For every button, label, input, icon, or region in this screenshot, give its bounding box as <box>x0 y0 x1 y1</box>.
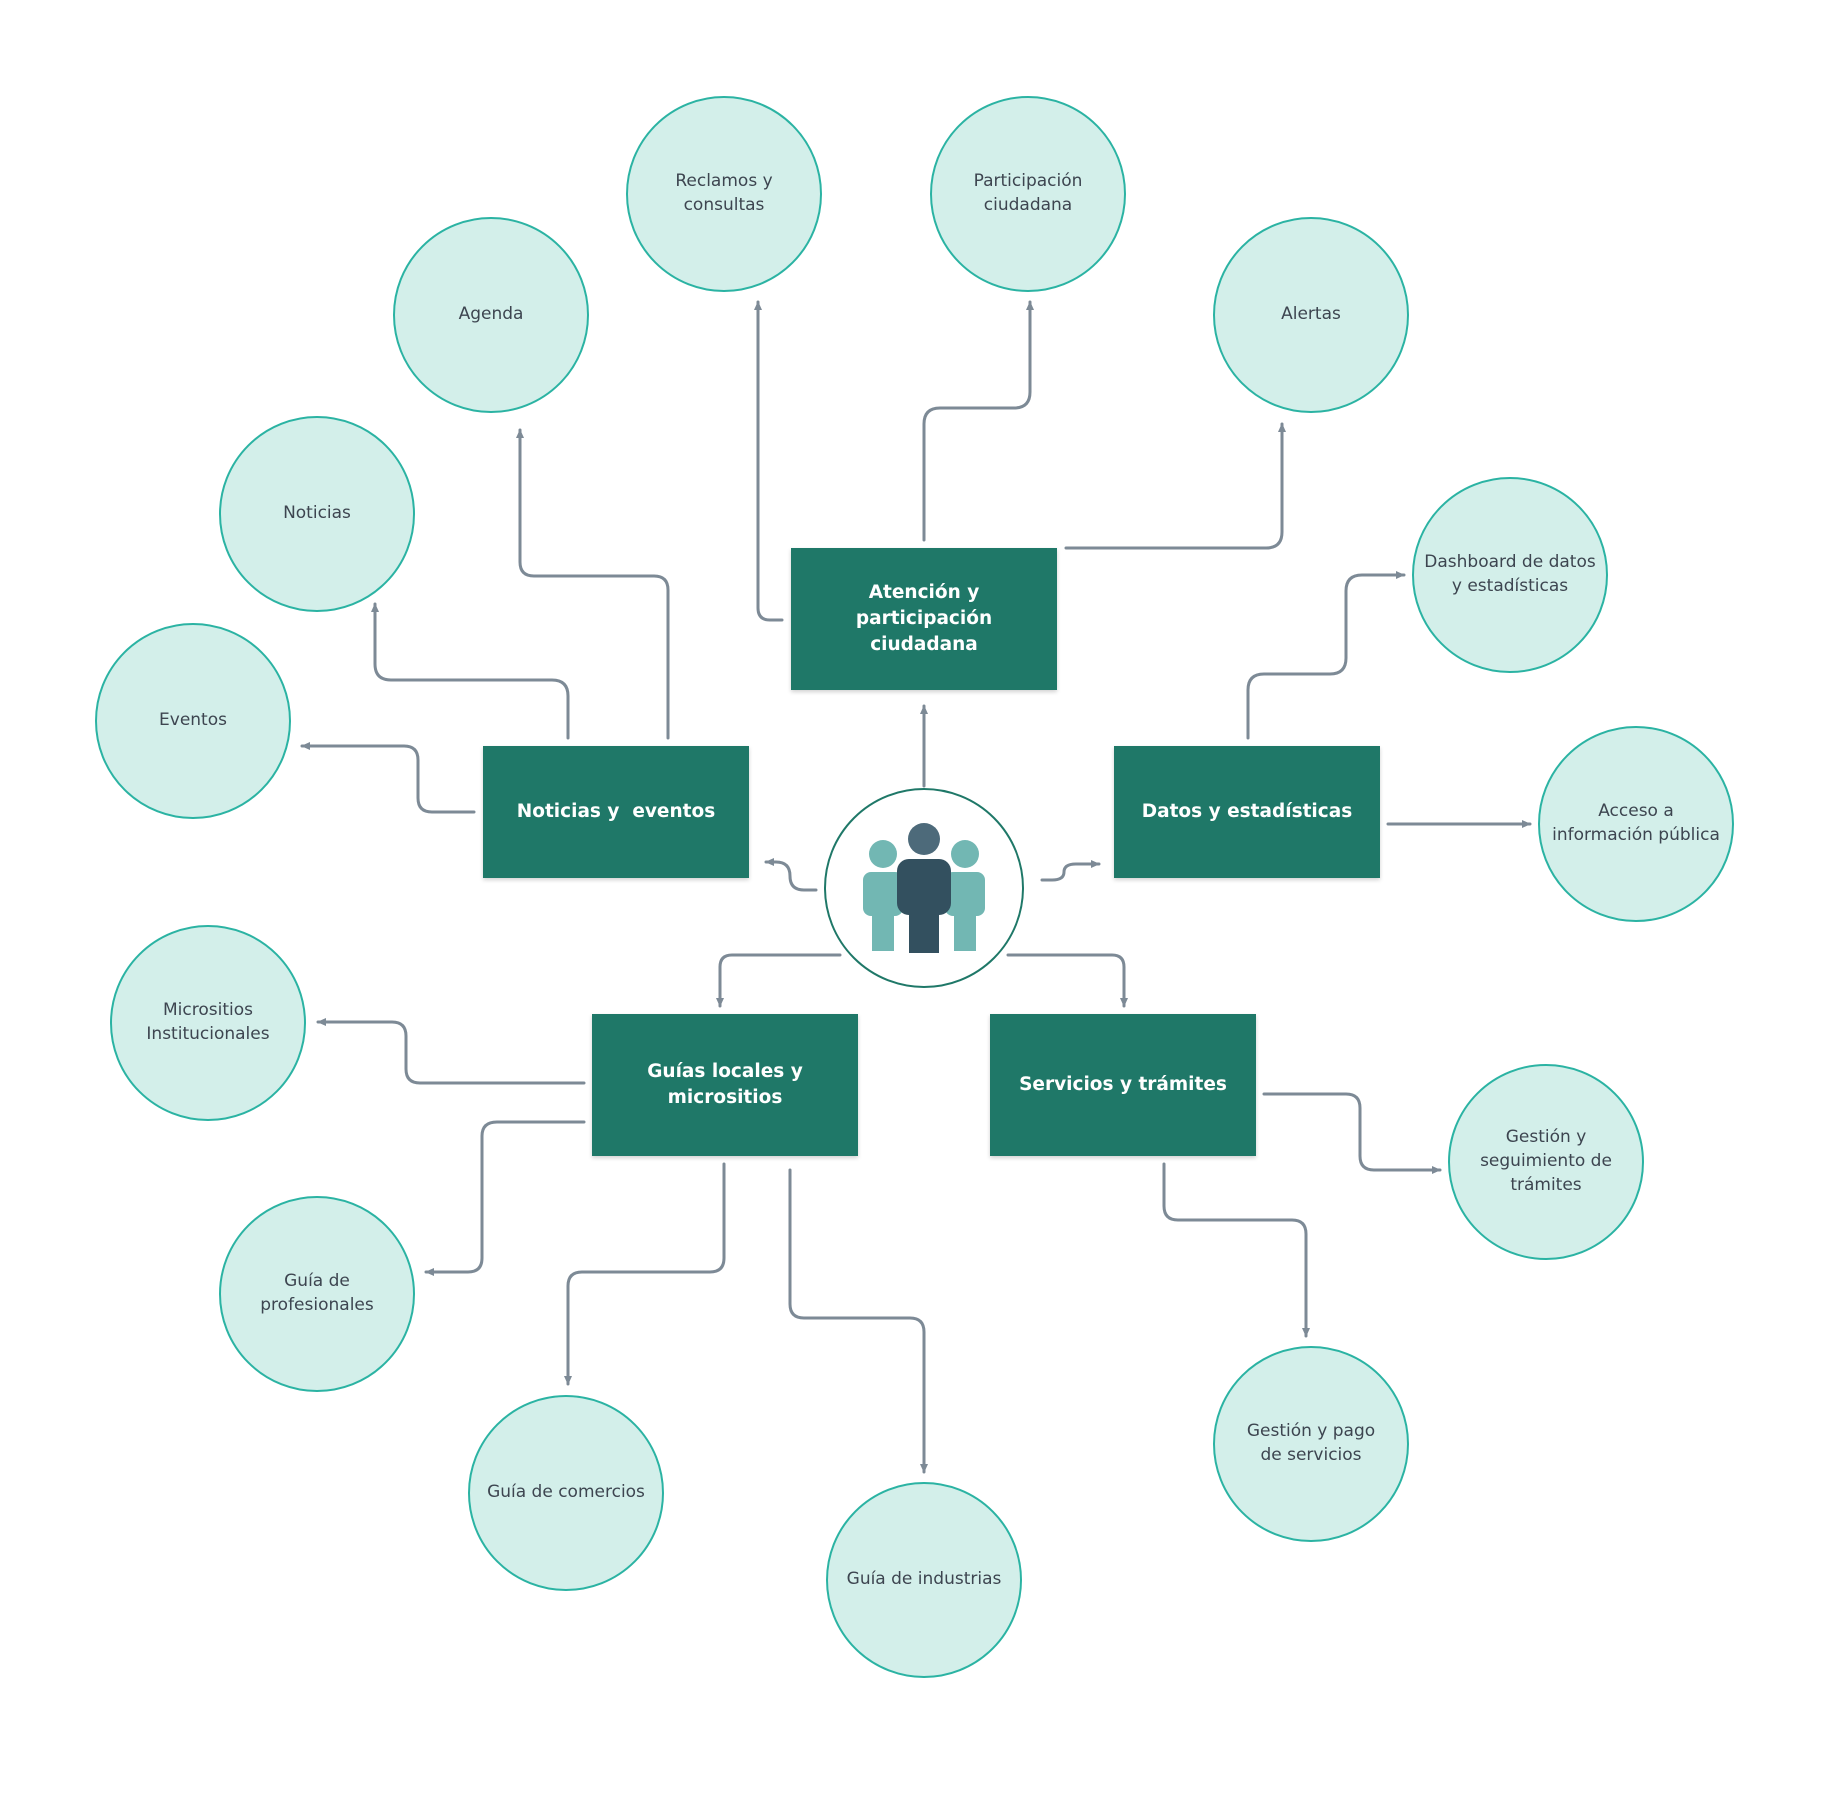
topic-eventos-label: Eventos <box>159 710 227 731</box>
topic-micrositios-label: Micrositios Institucionales <box>146 1000 270 1044</box>
topic-industrias-label: Guía de industrias <box>846 1569 1002 1590</box>
category-noticias-label: Noticias y eventos <box>516 801 716 823</box>
category-guias[interactable]: Guías locales y micrositios <box>592 1014 858 1156</box>
topic-acceso[interactable]: Acceso a información pública <box>1538 726 1734 922</box>
center-hub <box>824 788 1024 988</box>
connector-guias-micrositios <box>316 1018 586 1085</box>
connector-center-guias <box>716 953 842 1008</box>
topic-alertas-label: Alertas <box>1281 304 1341 325</box>
topic-industrias[interactable]: Guía de industrias <box>826 1482 1022 1678</box>
connector-center-servicios <box>1006 953 1128 1008</box>
topic-alertas[interactable]: Alertas <box>1213 217 1409 413</box>
topic-profesionales[interactable]: Guía de profesionales <box>219 1196 415 1392</box>
topic-participacion-label: Participación ciudadana <box>973 171 1083 215</box>
topic-micrositios[interactable]: Micrositios Institucionales <box>110 925 306 1121</box>
topic-gestion-tramites-label: Gestión y seguimiento de trámites <box>1480 1127 1612 1195</box>
connector-center-datos <box>1040 860 1101 882</box>
connector-atencion-reclamos <box>754 300 784 622</box>
topic-noticias[interactable]: Noticias <box>219 416 415 612</box>
topic-pago-servicios-label: Gestión y pago de servicios <box>1246 1421 1376 1465</box>
connector-atencion-alertas <box>1064 422 1286 550</box>
category-guias-label: Guías locales y micrositios <box>647 1061 810 1108</box>
topic-eventos[interactable]: Eventos <box>95 623 291 819</box>
connector-noticias-noticias <box>371 602 570 740</box>
connector-center-noticias <box>764 858 818 892</box>
topic-acceso-label: Acceso a información pública <box>1552 801 1720 845</box>
connector-guias-profesionales <box>424 1120 586 1276</box>
connector-guias-comercios <box>564 1162 726 1386</box>
topic-dashboard[interactable]: Dashboard de datos y estadísticas <box>1412 477 1608 673</box>
connector-servicios-pago <box>1162 1162 1310 1338</box>
category-atencion-label: Atención y participación ciudadana <box>855 582 999 655</box>
topic-gestion-tramites[interactable]: Gestión y seguimiento de trámites <box>1448 1064 1644 1260</box>
connector-servicios-gestion-tramites <box>1262 1092 1442 1174</box>
topic-profesionales-label: Guía de profesionales <box>260 1271 374 1315</box>
topic-agenda[interactable]: Agenda <box>393 217 589 413</box>
topic-comercios[interactable]: Guía de comercios <box>468 1395 664 1591</box>
people-group-icon <box>863 823 985 953</box>
topic-pago-servicios[interactable]: Gestión y pago de servicios <box>1213 1346 1409 1542</box>
connector-noticias-eventos <box>300 742 476 814</box>
topic-reclamos[interactable]: Reclamos y consultas <box>626 96 822 292</box>
topic-noticias-label: Noticias <box>283 503 351 524</box>
topic-dashboard-label: Dashboard de datos y estadísticas <box>1424 552 1596 596</box>
category-noticias[interactable]: Noticias y eventos <box>483 746 749 878</box>
category-datos-label: Datos y estadísticas <box>1141 801 1353 823</box>
connector-datos-dashboard <box>1246 571 1406 740</box>
topic-comercios-label: Guía de comercios <box>487 1482 645 1503</box>
category-atencion[interactable]: Atención y participación ciudadana <box>791 548 1057 690</box>
category-datos[interactable]: Datos y estadísticas <box>1114 746 1380 878</box>
topic-participacion[interactable]: Participación ciudadana <box>930 96 1126 292</box>
connector-atencion-participacion <box>922 300 1034 542</box>
connector-noticias-agenda <box>516 428 670 740</box>
topic-agenda-label: Agenda <box>458 304 524 325</box>
connector-guias-industrias <box>788 1168 928 1474</box>
topic-reclamos-label: Reclamos y consultas <box>675 171 773 215</box>
category-servicios-label: Servicios y trámites <box>1019 1074 1227 1096</box>
category-servicios[interactable]: Servicios y trámites <box>990 1014 1256 1156</box>
